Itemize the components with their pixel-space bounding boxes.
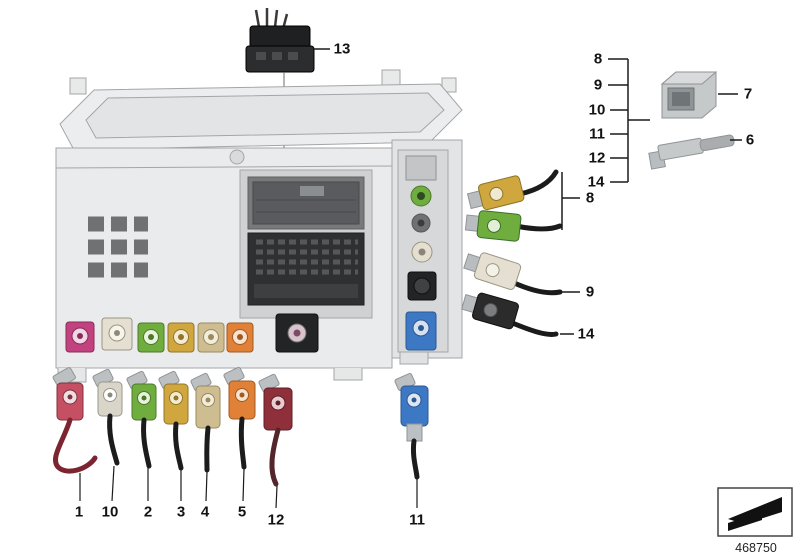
bracket-8 [561, 172, 580, 230]
diagram-thumbnail-icon[interactable] [717, 487, 793, 537]
unit-fakra-natural [197, 322, 225, 353]
callout-6[interactable]: 6 [745, 131, 755, 149]
cable-assembly-11 [394, 372, 429, 508]
callout-9-side[interactable]: 9 [585, 283, 595, 301]
unit-fakra-ivory [101, 317, 133, 351]
unit-fakra-black [275, 313, 319, 353]
callout-legend-9[interactable]: 9 [593, 76, 603, 94]
callout-14-side[interactable]: 14 [577, 325, 595, 343]
cable-connector-14 [461, 292, 574, 337]
unit-fakra-row [65, 317, 254, 353]
cable-assembly-2 [126, 370, 157, 501]
callout-8-side[interactable]: 8 [585, 189, 595, 207]
vent-grid [88, 216, 148, 278]
legend-bracket [608, 58, 650, 183]
cable-assembly-10 [92, 368, 123, 502]
callout-7[interactable]: 7 [743, 85, 753, 103]
unit-fakra-yellow [167, 322, 195, 353]
callout-10[interactable]: 10 [101, 503, 119, 521]
callout-13[interactable]: 13 [333, 40, 351, 58]
cable-assembly-5 [223, 366, 256, 502]
connector-13 [245, 8, 330, 192]
cable-assembly-1 [52, 367, 98, 501]
cable-connector-8-yellow [466, 169, 559, 211]
callout-11[interactable]: 11 [409, 511, 425, 529]
part-number: 468750 [735, 541, 777, 555]
unit-side-connectors [397, 149, 449, 353]
unit-fakra-magenta [65, 321, 95, 353]
callout-legend-10[interactable]: 10 [588, 101, 606, 119]
cable-connector-8-green [464, 210, 563, 242]
callout-legend-11[interactable]: 11 [589, 125, 605, 143]
cable-assembly-12 [258, 373, 293, 509]
connector-housing-7 [660, 71, 738, 119]
cable-assembly-3 [158, 370, 189, 501]
callout-3[interactable]: 3 [176, 503, 186, 521]
main-connector-block [239, 169, 373, 319]
cable-connector-9 [463, 252, 580, 296]
callout-2[interactable]: 2 [143, 503, 153, 521]
callout-12[interactable]: 12 [267, 511, 285, 529]
callout-legend-14[interactable]: 14 [587, 173, 605, 191]
unit-fakra-orange [226, 322, 254, 353]
callout-legend-8[interactable]: 8 [593, 50, 603, 68]
callout-legend-12[interactable]: 12 [588, 149, 606, 167]
callout-4[interactable]: 4 [200, 503, 210, 521]
cable-assembly-4 [190, 372, 221, 502]
contact-pin-6 [648, 134, 742, 170]
callout-5[interactable]: 5 [237, 503, 247, 521]
callout-1[interactable]: 1 [74, 503, 84, 521]
unit-fakra-green [137, 322, 165, 353]
head-unit [55, 69, 463, 383]
